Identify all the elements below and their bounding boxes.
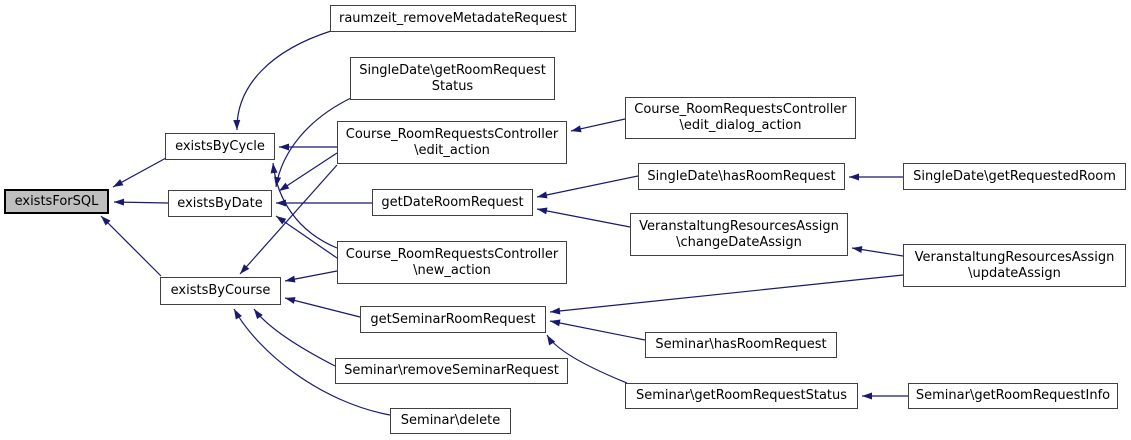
edge-getSeminarRoomRequest-to-existsByCourse — [284, 297, 361, 318]
graph-node-getDateRoomRequest[interactable]: getDateRoomRequest — [372, 189, 533, 216]
arrowhead-Course_RoomRequestsController_new_action-to-existsByCourse — [285, 275, 296, 283]
edge-VeranstaltungResourcesAssign_updateAssign-to-getSeminarRoomRequest — [549, 274, 904, 313]
edge-Course_RoomRequestsController_new_action-to-existsByCycle — [272, 162, 338, 249]
graph-node-VeranstaltungResourcesAssign_updateAssign[interactable]: VeranstaltungResourcesAssign \updateAssi… — [903, 244, 1126, 287]
arrowhead-Course_RoomRequestsController_edit_action-to-existsByDate — [279, 182, 290, 191]
arrowhead-existsByDate-to-existsForSQL — [114, 198, 125, 206]
arrowhead-Course_RoomRequestsController_edit_action-to-existsByCourse — [240, 264, 250, 274]
edge-Seminar_hasRoomRequest-to-getSeminarRoomRequest — [549, 320, 646, 341]
graph-node-Seminar_getRoomRequestStatus[interactable]: Seminar\getRoomRequestStatus — [625, 383, 858, 409]
arrowhead-existsByCourse-to-existsForSQL — [101, 216, 111, 226]
arrowhead-Seminar_removeSeminarRequest-to-existsByCourse — [254, 309, 263, 320]
graph-node-Seminar_hasRoomRequest[interactable]: Seminar\hasRoomRequest — [645, 332, 837, 358]
arrowhead-getSeminarRoomRequest-to-existsByCourse — [285, 297, 296, 304]
graph-node-Course_RoomRequestsController_edit_action[interactable]: Course_RoomRequestsController \edit_acti… — [337, 121, 567, 164]
edge-Course_RoomRequestsController_edit_action-to-existsByDate — [278, 152, 338, 192]
arrowhead-raumzeit_removeMetadateRequest-to-existsByCycle — [233, 119, 241, 130]
arrowhead-VeranstaltungResourcesAssign_updateAssign-to-getSeminarRoomRequest — [550, 307, 561, 315]
graph-node-Seminar_delete[interactable]: Seminar\delete — [390, 408, 511, 434]
edge-VeranstaltungResourcesAssign_changeDateAssign-to-getDateRoomRequest — [536, 208, 631, 228]
arrowhead-Course_RoomRequestsController_new_action-to-existsByDate — [276, 216, 287, 225]
arrowhead-SingleDate_getRequestedRoom-to-SingleDate_hasRoomRequest — [849, 173, 859, 181]
graph-node-Seminar_getRoomRequestInfo[interactable]: Seminar\getRoomRequestInfo — [908, 383, 1118, 409]
arrowhead-Seminar_getRoomRequestStatus-to-getSeminarRoomRequest — [547, 335, 556, 346]
edge-SingleDate_getRoomRequestStatus-to-existsByDate — [275, 97, 352, 188]
graph-node-VeranstaltungResourcesAssign_changeDateAssign[interactable]: VeranstaltungResourcesAssign \changeDate… — [630, 213, 848, 256]
arrowhead-SingleDate_hasRoomRequest-to-getDateRoomRequest — [537, 191, 548, 199]
edge-Seminar_delete-to-existsByCourse — [233, 308, 391, 416]
graph-node-SingleDate_hasRoomRequest[interactable]: SingleDate\hasRoomRequest — [638, 163, 845, 190]
edge-Course_RoomRequestsController_edit_action-to-existsByCourse — [239, 164, 338, 275]
graph-node-raumzeit_removeMetadateRequest[interactable]: raumzeit_removeMetadateRequest — [330, 5, 576, 32]
arrowhead-Course_RoomRequestsController_edit_dialog_action-to-Course_RoomRequestsController_edit_action — [571, 125, 582, 133]
edge-raumzeit_removeMetadateRequest-to-existsByCycle — [236, 30, 332, 131]
graph-node-existsByDate[interactable]: existsByDate — [168, 190, 272, 217]
edge-existsByCourse-to-existsForSQL — [100, 215, 162, 277]
arrowhead-SingleDate_getRoomRequestStatus-to-existsByDate — [274, 176, 282, 187]
graph-node-Course_RoomRequestsController_edit_dialog_action[interactable]: Course_RoomRequestsController \edit_dial… — [625, 97, 856, 139]
arrowhead-existsByCycle-to-existsForSQL — [113, 179, 124, 187]
arrowhead-VeranstaltungResourcesAssign_changeDateAssign-to-getDateRoomRequest — [537, 207, 548, 215]
edge-Course_RoomRequestsController_new_action-to-existsByDate — [275, 215, 338, 259]
graph-node-existsByCycle[interactable]: existsByCycle — [165, 133, 275, 160]
arrowhead-VeranstaltungResourcesAssign_updateAssign-to-VeranstaltungResourcesAssign_changeDateAssign — [852, 246, 863, 254]
arrowhead-Course_RoomRequestsController_edit_action-to-existsByCycle — [279, 143, 289, 151]
arrowhead-getDateRoomRequest-to-existsByDate — [276, 199, 286, 207]
graph-node-Course_RoomRequestsController_new_action[interactable]: Course_RoomRequestsController \new_actio… — [337, 241, 567, 284]
graph-node-Seminar_removeSeminarRequest[interactable]: Seminar\removeSeminarRequest — [335, 358, 568, 384]
arrowhead-Seminar_hasRoomRequest-to-getSeminarRoomRequest — [550, 319, 561, 327]
arrowhead-Seminar_getRoomRequestInfo-to-Seminar_getRoomRequestStatus — [862, 392, 872, 400]
edge-existsByCycle-to-existsForSQL — [112, 157, 167, 188]
arrowhead-Course_RoomRequestsController_new_action-to-existsByCycle — [270, 163, 278, 174]
graph-node-existsForSQL: existsForSQL — [4, 189, 109, 214]
graph-node-getSeminarRoomRequest[interactable]: getSeminarRoomRequest — [360, 306, 546, 333]
graph-node-existsByCourse[interactable]: existsByCourse — [160, 277, 281, 305]
arrowhead-Seminar_delete-to-existsByCourse — [234, 309, 242, 320]
edge-Seminar_removeSeminarRequest-to-existsByCourse — [253, 308, 336, 367]
graph-node-SingleDate_getRequestedRoom[interactable]: SingleDate\getRequestedRoom — [903, 163, 1126, 190]
graph-node-SingleDate_getRoomRequestStatus[interactable]: SingleDate\getRoomRequest Status — [350, 57, 555, 100]
edge-SingleDate_hasRoomRequest-to-getDateRoomRequest — [536, 175, 639, 198]
